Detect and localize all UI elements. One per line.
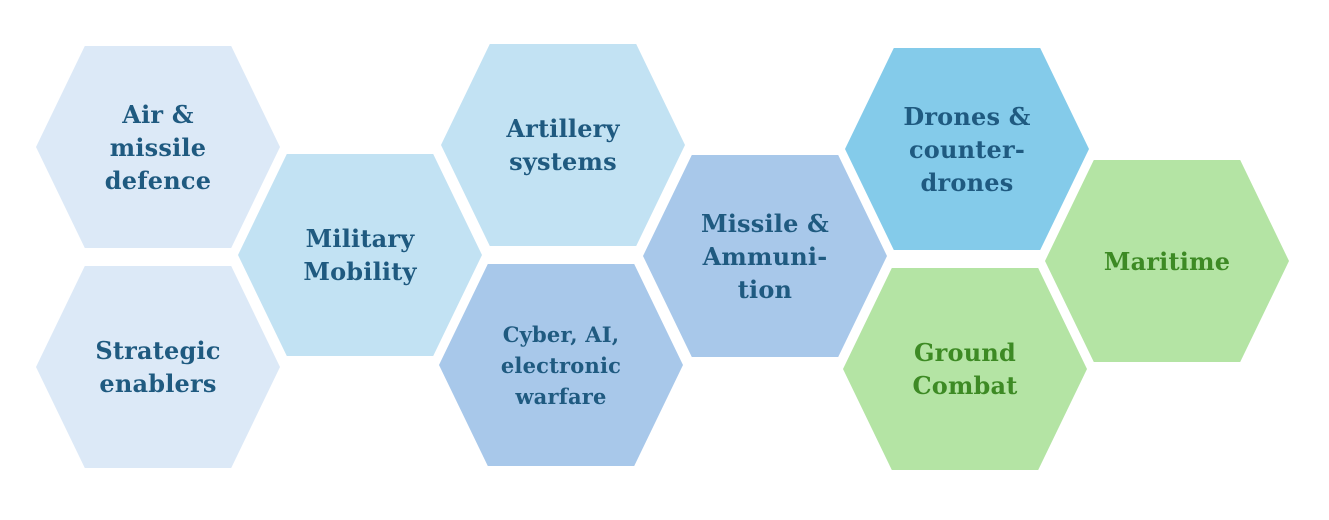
hexagon-cyber-ai-electronic-warfare: Cyber, AI, electronic warfare [439,264,683,466]
hexagon-missile-ammunition: Missile & Ammuni- tion [643,155,887,357]
hexagon-air-missile-defence: Air & missile defence [36,46,280,248]
hexagon-military-mobility: Military Mobility [238,154,482,356]
hexagon-maritime: Maritime [1045,160,1289,362]
hexagon-ground-combat: Ground Combat [843,268,1087,470]
hexagon-label: Strategic enablers [95,336,221,398]
hexagon-label: Drones & counter- drones [903,101,1031,197]
hexagon-label: Missile & Ammuni- tion [700,208,830,304]
hexagon-label: Air & missile defence [104,99,212,195]
hexagon-label: Maritime [1103,246,1231,276]
hexagon-strategic-enablers: Strategic enablers [36,266,280,468]
hexagon-artillery-systems: Artillery systems [441,44,685,246]
hexagon-label: Ground Combat [912,338,1018,400]
hexagon-label: Cyber, AI, electronic warfare [500,321,622,409]
hexagon-drones-counter-drones: Drones & counter- drones [845,48,1089,250]
hexagon-label: Artillery systems [506,114,620,176]
hexagon-label: Military Mobility [303,224,417,286]
